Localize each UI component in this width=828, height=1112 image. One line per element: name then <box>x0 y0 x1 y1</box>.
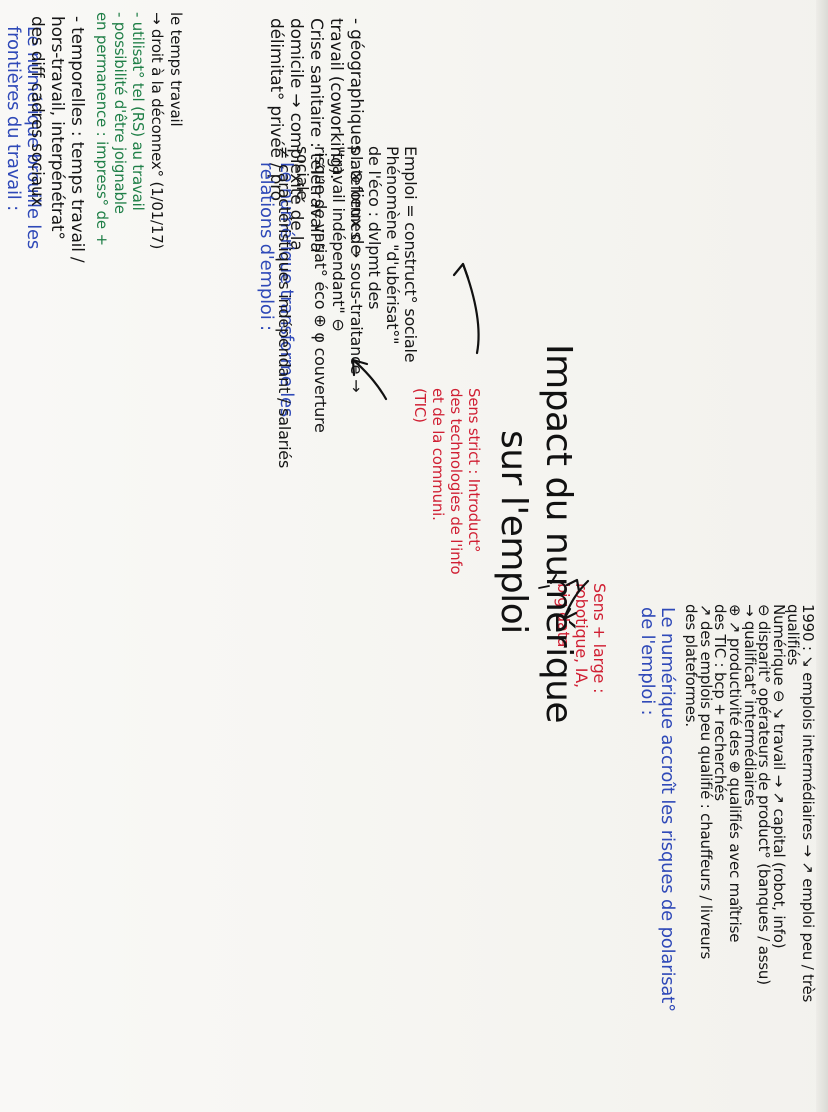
arrow-head-polarization <box>562 607 578 621</box>
paper-edge-shadow <box>816 0 828 1112</box>
arrow-head-relations <box>351 358 369 377</box>
arrow-head-left <box>452 262 470 280</box>
small-arrow <box>550 574 557 584</box>
arrow-to-broad-definition <box>565 578 581 593</box>
arrow-to-boundaries <box>461 262 480 355</box>
arrow-stem-small <box>538 585 550 589</box>
arrow-to-relations <box>351 358 388 401</box>
